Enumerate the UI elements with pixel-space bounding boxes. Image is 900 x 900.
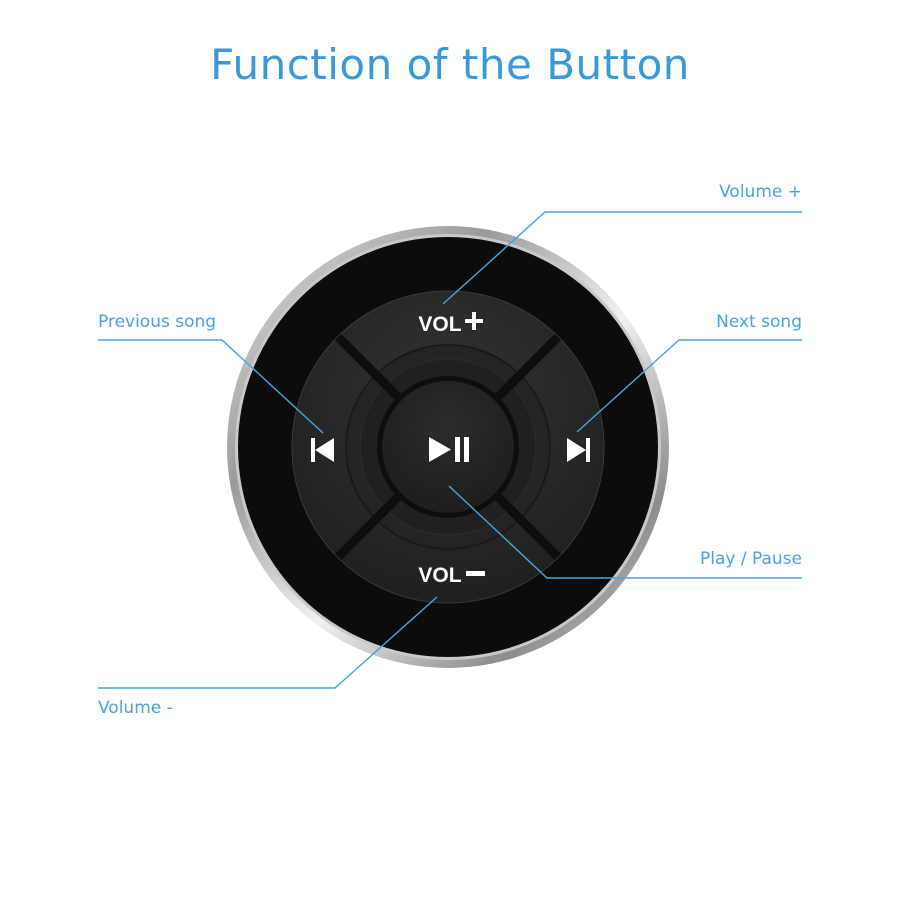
- play-pause-button[interactable]: [382, 381, 514, 513]
- play-pause-button-face: [382, 381, 514, 513]
- previous-song-button[interactable]: [293, 380, 353, 520]
- callout-volume-down: Volume -: [98, 698, 173, 718]
- callout-volume-up: Volume +: [719, 182, 802, 202]
- plus-icon: [465, 312, 483, 330]
- vol-up-text: VOL: [418, 313, 461, 336]
- vol-up-label-group: VOL: [418, 312, 483, 336]
- vol-down-button[interactable]: [370, 548, 526, 603]
- skip-previous-icon: [311, 438, 334, 462]
- skip-next-icon: [567, 438, 590, 462]
- callout-next-song: Next song: [716, 312, 802, 332]
- callout-previous-song: Previous song: [98, 312, 217, 332]
- vol-up-button[interactable]: [370, 295, 526, 350]
- next-song-button[interactable]: [545, 380, 605, 520]
- play-pause-icon: [429, 437, 469, 462]
- page-title: Function of the Button: [210, 40, 690, 89]
- callout-play-pause: Play / Pause: [700, 549, 802, 569]
